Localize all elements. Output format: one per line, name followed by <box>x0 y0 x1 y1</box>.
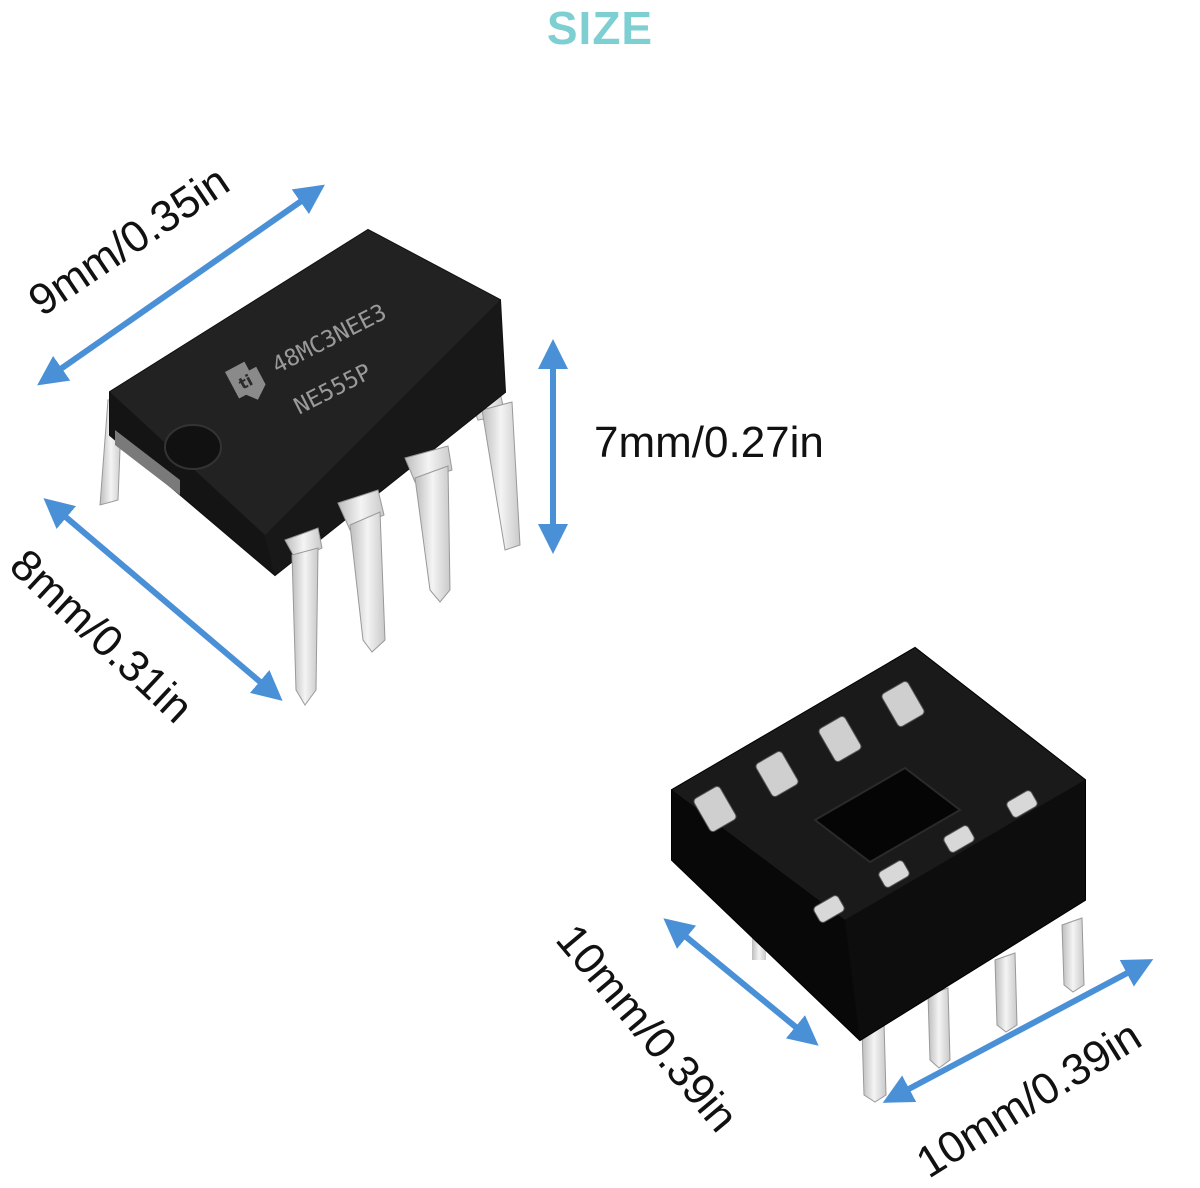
socket-contacts <box>693 681 1038 923</box>
arrow-chip-length <box>37 184 325 386</box>
arrow-socket-length <box>882 959 1154 1103</box>
ic-chip: ti <box>99 228 521 706</box>
page-title: SIZE <box>546 2 654 54</box>
arrow-socket-width <box>663 918 819 1046</box>
chip-front-pins <box>284 445 453 706</box>
arrow-chip-width <box>43 498 283 701</box>
ic-socket <box>671 646 1086 1103</box>
label-chip-height: 7mm/0.27in <box>594 418 824 467</box>
